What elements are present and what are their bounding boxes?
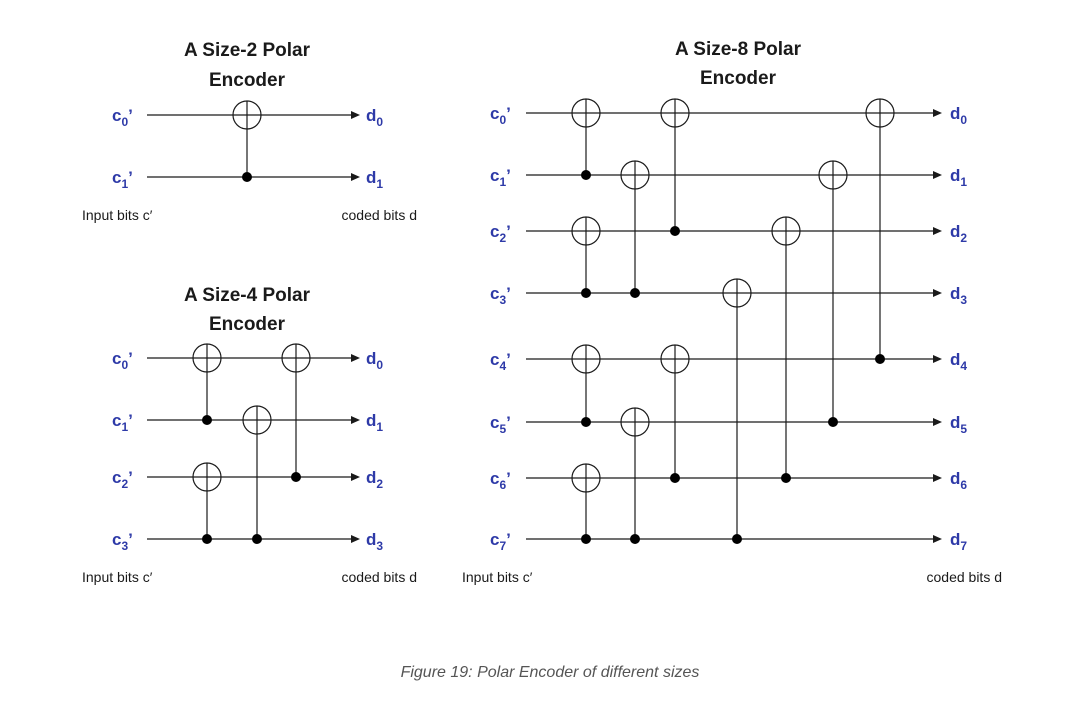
input-bits-caption: Input bits c′ bbox=[82, 569, 153, 585]
arrow-head-icon bbox=[351, 473, 360, 481]
xor-gate-icon bbox=[722, 278, 752, 308]
arrow-head-icon bbox=[933, 474, 942, 482]
arrow-head-icon bbox=[933, 289, 942, 297]
output-bit-label: d1 bbox=[950, 166, 967, 189]
figure-caption: Figure 19: Polar Encoder of different si… bbox=[400, 664, 700, 681]
input-bit-label: c6’ bbox=[490, 469, 511, 492]
input-bit-label: c3’ bbox=[112, 530, 133, 553]
connection-dot-icon bbox=[732, 534, 742, 544]
output-bit-label: d0 bbox=[366, 106, 383, 129]
input-bit-label: c7’ bbox=[490, 530, 511, 553]
xor-gate-icon bbox=[771, 216, 801, 246]
input-bit-label: c0’ bbox=[490, 104, 511, 127]
connection-dot-icon bbox=[670, 473, 680, 483]
coded-bits-caption: coded bits d bbox=[927, 569, 1003, 585]
encoder-title-line: A Size-2 Polar bbox=[184, 40, 311, 61]
arrow-head-icon bbox=[351, 111, 360, 119]
coded-bits-caption: coded bits d bbox=[342, 207, 418, 223]
xor-gate-icon bbox=[620, 407, 650, 437]
arrow-head-icon bbox=[933, 227, 942, 235]
input-bit-label: c4’ bbox=[490, 350, 511, 373]
encoder-title-line: Encoder bbox=[700, 68, 777, 89]
output-bit-label: d4 bbox=[950, 350, 967, 373]
output-bit-label: d3 bbox=[366, 530, 383, 553]
output-bit-label: d5 bbox=[950, 413, 967, 436]
output-bit-label: d7 bbox=[950, 530, 967, 553]
connection-dot-icon bbox=[202, 534, 212, 544]
arrow-head-icon bbox=[933, 171, 942, 179]
encoder-title-line: A Size-4 Polar bbox=[184, 285, 311, 306]
connection-dot-icon bbox=[581, 288, 591, 298]
output-bit-label: d3 bbox=[950, 284, 967, 307]
input-bit-label: c1’ bbox=[112, 411, 133, 434]
arrow-head-icon bbox=[351, 416, 360, 424]
encoder-title-line: Encoder bbox=[209, 314, 286, 335]
xor-gate-icon bbox=[192, 343, 222, 373]
xor-gate-icon bbox=[571, 463, 601, 493]
arrow-head-icon bbox=[933, 535, 942, 543]
xor-gate-icon bbox=[865, 98, 895, 128]
xor-gate-icon bbox=[660, 344, 690, 374]
connection-dot-icon bbox=[291, 472, 301, 482]
connection-dot-icon bbox=[875, 354, 885, 364]
input-bit-label: c5’ bbox=[490, 413, 511, 436]
xor-gate-icon bbox=[660, 98, 690, 128]
xor-gate-icon bbox=[242, 405, 272, 435]
xor-gate-icon bbox=[571, 216, 601, 246]
xor-gate-icon bbox=[818, 160, 848, 190]
input-bits-caption: Input bits c′ bbox=[82, 207, 153, 223]
input-bit-label: c1’ bbox=[112, 168, 133, 191]
arrow-head-icon bbox=[351, 354, 360, 362]
connection-dot-icon bbox=[828, 417, 838, 427]
output-bit-label: d0 bbox=[366, 349, 383, 372]
connection-dot-icon bbox=[630, 534, 640, 544]
connection-dot-icon bbox=[202, 415, 212, 425]
input-bits-caption: Input bits c′ bbox=[462, 569, 533, 585]
connection-dot-icon bbox=[630, 288, 640, 298]
arrow-head-icon bbox=[933, 355, 942, 363]
connection-dot-icon bbox=[242, 172, 252, 182]
xor-gate-icon bbox=[571, 98, 601, 128]
connection-dot-icon bbox=[781, 473, 791, 483]
input-bit-label: c3’ bbox=[490, 284, 511, 307]
connection-dot-icon bbox=[581, 170, 591, 180]
arrow-head-icon bbox=[351, 173, 360, 181]
input-bit-label: c0’ bbox=[112, 349, 133, 372]
output-bit-label: d0 bbox=[950, 104, 967, 127]
xor-gate-icon bbox=[192, 462, 222, 492]
xor-gate-icon bbox=[620, 160, 650, 190]
input-bit-label: c0’ bbox=[112, 106, 133, 129]
input-bit-label: c2’ bbox=[490, 222, 511, 245]
connection-dot-icon bbox=[670, 226, 680, 236]
xor-gate-icon bbox=[232, 100, 262, 130]
encoder-title-line: A Size-8 Polar bbox=[675, 39, 802, 60]
xor-gate-icon bbox=[571, 344, 601, 374]
output-bit-label: d2 bbox=[950, 222, 967, 245]
connection-dot-icon bbox=[581, 534, 591, 544]
encoder-title-line: Encoder bbox=[209, 70, 286, 91]
output-bit-label: d1 bbox=[366, 168, 383, 191]
output-bit-label: d2 bbox=[366, 468, 383, 491]
connection-dot-icon bbox=[252, 534, 262, 544]
connection-dot-icon bbox=[581, 417, 591, 427]
coded-bits-caption: coded bits d bbox=[342, 569, 418, 585]
arrow-head-icon bbox=[933, 418, 942, 426]
input-bit-label: c1’ bbox=[490, 166, 511, 189]
output-bit-label: d6 bbox=[950, 469, 967, 492]
arrow-head-icon bbox=[933, 109, 942, 117]
input-bit-label: c2’ bbox=[112, 468, 133, 491]
xor-gate-icon bbox=[281, 343, 311, 373]
arrow-head-icon bbox=[351, 535, 360, 543]
output-bit-label: d1 bbox=[366, 411, 383, 434]
